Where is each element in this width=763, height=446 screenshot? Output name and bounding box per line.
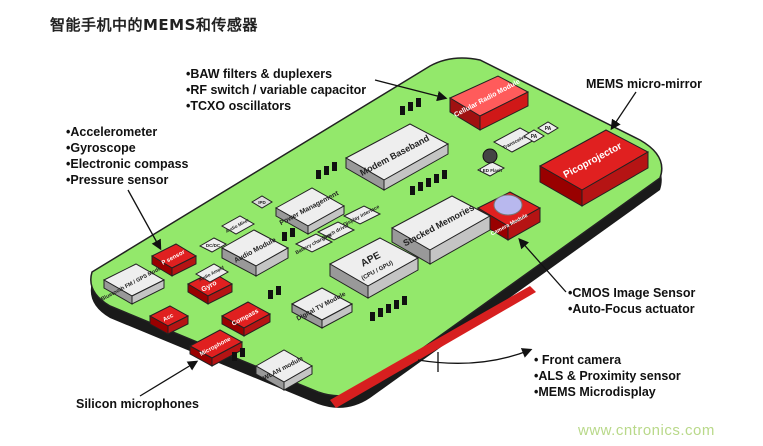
- svg-text:DC/DC: DC/DC: [206, 243, 221, 248]
- chip-stacked-memories: Stacked Memories: [390, 195, 492, 265]
- callout-sensors-line-1: •Accelerometer: [66, 125, 158, 139]
- chip-ipd: IPD: [251, 195, 273, 209]
- chip-wlan: WLAN module: [254, 349, 314, 391]
- chip-modem-baseband: Modem Baseband: [344, 123, 450, 191]
- svg-text:IPD: IPD: [258, 200, 266, 205]
- callout-cmos-sensor: •CMOS Image Sensor •Auto-Focus actuator: [568, 285, 695, 317]
- chip-cellular-radio: Cellular Radio Module: [448, 75, 530, 131]
- callout-cmos-line-1: •CMOS Image Sensor: [568, 286, 696, 300]
- callout-cmos-line-2: •Auto-Focus actuator: [568, 302, 695, 316]
- callout-front-line-2: •ALS & Proximity sensor: [534, 369, 681, 383]
- callout-silicon-microphones: Silicon microphones: [76, 396, 199, 412]
- chip-ape: APE (CPU / GPU): [328, 237, 420, 299]
- svg-text:PA: PA: [531, 134, 538, 140]
- chip-accelerometer: Acc: [148, 305, 190, 335]
- callout-rf-line-1: •BAW filters & duplexers: [186, 67, 333, 81]
- diagram-title: 智能手机中的MEMS和传感器: [50, 16, 258, 34]
- chip-audio-mixer: Audio Mixer: [220, 215, 256, 235]
- chip-led-flash: LED Flash: [476, 148, 506, 177]
- callout-rf-line-3: •TCXO oscillators: [186, 99, 292, 113]
- callout-rf-components: •BAW filters & duplexers •RF switch / va…: [186, 66, 366, 114]
- chip-picoprojector: Picoprojector: [538, 129, 650, 207]
- chip-microphone: Microphone: [188, 329, 244, 367]
- watermark-text: www.cntronics.com: [578, 422, 715, 439]
- board-connector: [330, 286, 536, 408]
- chip-pressure-sensor: P sensor: [150, 243, 198, 277]
- callout-mics-line-1: Silicon microphones: [76, 397, 199, 411]
- callout-rf-line-2: •RF switch / variable capacitor: [186, 83, 367, 97]
- chip-digital-tv: Digital TV Module: [290, 287, 354, 329]
- chip-pa-2: PA: [537, 121, 559, 135]
- chip-pa-1: PA: [523, 129, 545, 143]
- chip-dcdc: DC/DC: [198, 237, 228, 253]
- callout-arrows: [127, 79, 637, 397]
- callout-front-line-3: •MEMS Microdisplay: [534, 385, 656, 399]
- svg-text:PA: PA: [545, 126, 552, 132]
- callout-sensors-line-2: •Gyroscope: [66, 141, 136, 155]
- callout-front-line-1: • Front camera: [534, 353, 622, 367]
- callout-front-camera: • Front camera •ALS & Proximity sensor •…: [534, 352, 681, 400]
- chip-acc-label: Acc: [162, 313, 175, 324]
- callout-sensors-line-3: •Electronic compass: [66, 157, 189, 171]
- callout-motion-sensors: •Accelerometer •Gyroscope •Electronic co…: [66, 124, 188, 188]
- callout-sensors-line-4: •Pressure sensor: [66, 173, 169, 187]
- chip-gyro: Gyro: [186, 271, 234, 305]
- callout-mirror-line-1: MEMS micro-mirror: [586, 77, 702, 91]
- svg-text:LED Flash: LED Flash: [480, 168, 502, 173]
- chip-compass: Compass: [220, 301, 272, 337]
- passive-components: [232, 98, 447, 361]
- callout-micro-mirror: MEMS micro-mirror: [586, 76, 702, 92]
- chip-audio-module: Audio Module: [220, 229, 290, 277]
